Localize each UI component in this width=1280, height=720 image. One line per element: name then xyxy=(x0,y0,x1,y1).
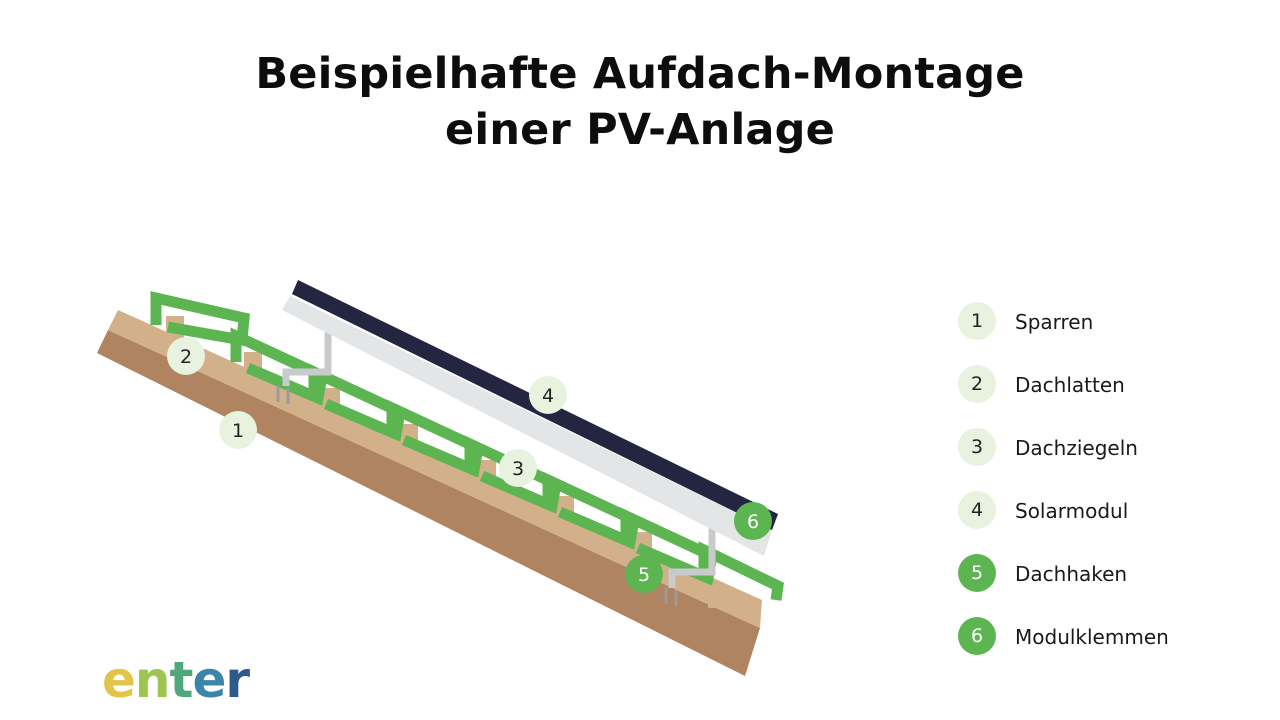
diagram-marker-1: 1 xyxy=(219,411,257,449)
logo-letter: e xyxy=(192,651,226,709)
rafter xyxy=(97,330,760,676)
page-title: Beispielhafte Aufdach-Montage einer PV-A… xyxy=(0,46,1280,158)
tile-row xyxy=(698,541,785,601)
legend-item-5: 5 Dachhaken xyxy=(958,554,1258,594)
enter-logo: enter xyxy=(102,651,250,709)
legend-label: Modulklemmen xyxy=(1015,625,1169,649)
legend-label: Dachlatten xyxy=(1015,373,1125,397)
diagram-marker-number: 1 xyxy=(232,420,244,442)
legend-label: Solarmodul xyxy=(1015,499,1129,523)
title-line-1: Beispielhafte Aufdach-Montage xyxy=(255,49,1025,99)
legend-item-3: 3 Dachziegeln xyxy=(958,428,1258,468)
tile-row xyxy=(150,291,250,347)
logo-letter: r xyxy=(225,651,250,709)
diagram-marker-5: 5 xyxy=(625,555,663,593)
diagram-marker-number: 6 xyxy=(747,511,759,533)
legend-number: 6 xyxy=(958,617,996,655)
diagram-marker-circle xyxy=(499,449,537,487)
diagram-marker-6: 6 xyxy=(734,502,772,540)
logo-letter: n xyxy=(134,651,171,709)
diagram-marker-number: 2 xyxy=(180,346,192,368)
legend-number: 3 xyxy=(958,428,996,466)
hook-screws xyxy=(276,386,678,606)
diagram-marker-circle xyxy=(734,502,772,540)
title-line-2: einer PV-Anlage xyxy=(445,105,835,155)
diagram-marker-number: 5 xyxy=(638,564,650,586)
mounting-rail xyxy=(282,296,772,556)
legend-number: 4 xyxy=(958,491,996,529)
legend-label: Dachziegeln xyxy=(1015,436,1138,460)
legend-number: 2 xyxy=(958,365,996,403)
diagram-marker-circle xyxy=(529,376,567,414)
legend-item-1: 1 Sparren xyxy=(958,302,1258,342)
roof-tiles xyxy=(150,291,785,601)
diagram-marker-circle xyxy=(167,337,205,375)
legend-item-2: 2 Dachlatten xyxy=(958,365,1258,405)
legend-number: 5 xyxy=(958,554,996,592)
diagram-marker-3: 3 xyxy=(499,449,537,487)
legend-item-4: 4 Solarmodul xyxy=(958,491,1258,531)
legend-number: 1 xyxy=(958,302,996,340)
legend-label: Sparren xyxy=(1015,310,1094,334)
diagram-marker-4: 4 xyxy=(529,376,567,414)
logo-letter: e xyxy=(102,651,136,709)
diagram-marker-circle xyxy=(219,411,257,449)
legend-label: Dachhaken xyxy=(1015,562,1128,586)
legend-item-6: 6 Modulklemmen xyxy=(958,617,1258,657)
diagram-marker-2: 2 xyxy=(167,337,205,375)
batten xyxy=(708,586,726,608)
legend: 1 Sparren 2 Dachlatten 3 Dachziegeln 4 Solarmod… xyxy=(958,302,1258,680)
diagram-markers: 1 2 3 4 5 6 xyxy=(167,337,772,593)
diagram-marker-number: 3 xyxy=(512,458,524,480)
diagram-marker-number: 4 xyxy=(542,385,554,407)
logo-letter: t xyxy=(169,651,194,709)
diagram-marker-circle xyxy=(625,555,663,593)
batten-strip xyxy=(108,310,762,628)
